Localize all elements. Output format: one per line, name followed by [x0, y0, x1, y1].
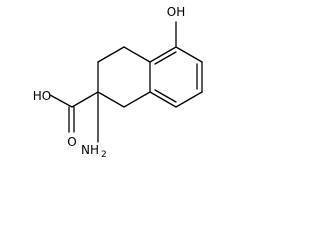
bond-c4-c3 — [97, 46, 125, 63]
amino-subscript: 2 — [101, 150, 107, 160]
bond-c7-c8 — [175, 91, 203, 108]
amino-label: NH — [81, 143, 99, 157]
double-bond-c8-c8a — [154, 89, 177, 103]
bond-lines — [49, 21, 203, 143]
bond-c2-carboxyl — [71, 91, 99, 108]
bond-c4a-c4 — [123, 46, 151, 63]
atom-labels: OH HO O NH 2 — [33, 5, 185, 160]
chemical-structure: OH HO O NH 2 — [33, 5, 203, 160]
bond-carboxyl-ho — [49, 94, 73, 108]
bond-c5-c6 — [175, 46, 203, 63]
bond-c4a-c5 — [149, 46, 177, 63]
hydroxyl-label: OH — [167, 5, 185, 19]
double-bond-c4a-c5 — [154, 51, 177, 65]
bond-c2-c1 — [97, 91, 125, 108]
bond-c8-c8a — [149, 91, 177, 108]
bond-c1-c8a — [123, 91, 151, 108]
carboxyl-o-label: O — [67, 135, 76, 149]
carboxyl-ho-label: HO — [33, 89, 51, 103]
